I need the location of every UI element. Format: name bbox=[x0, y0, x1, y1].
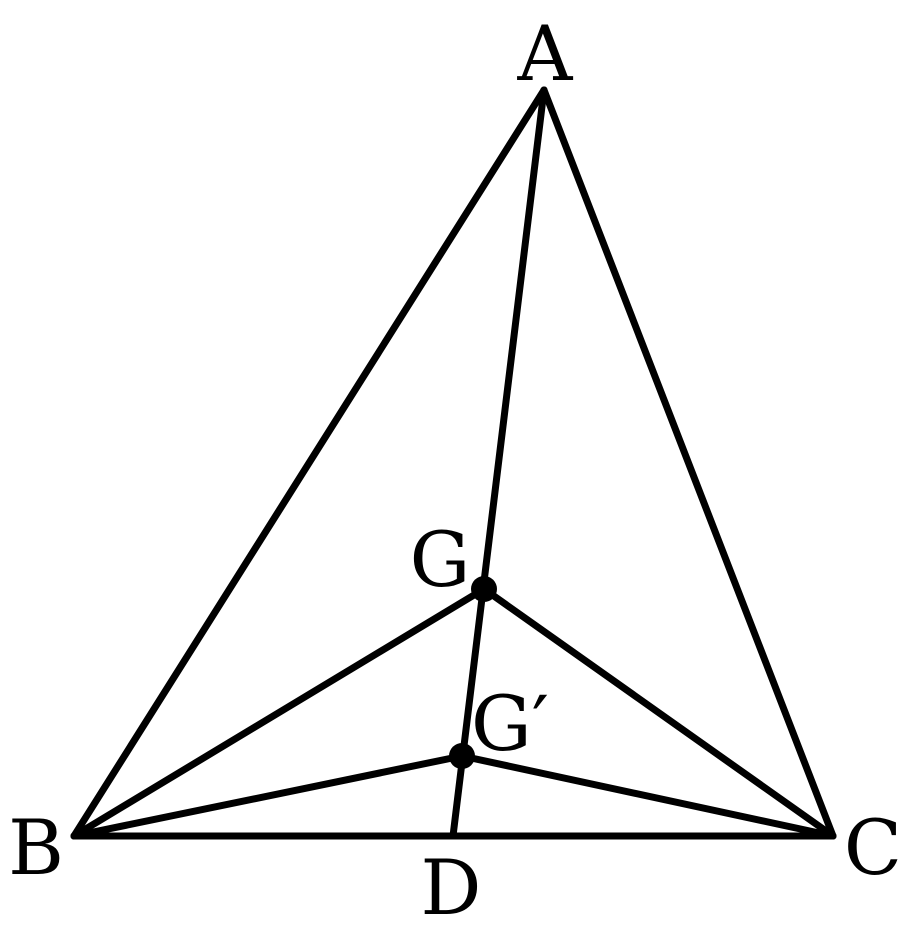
segment-ad bbox=[449, 86, 548, 840]
point-g-prime bbox=[449, 743, 475, 769]
label-g: G bbox=[410, 515, 471, 604]
segment-bg-prime bbox=[70, 752, 466, 840]
segment-bg bbox=[70, 585, 488, 840]
point-g bbox=[471, 576, 497, 602]
label-g-prime: G′ bbox=[471, 679, 549, 768]
label-c: C bbox=[844, 803, 902, 892]
segment-cg bbox=[480, 585, 837, 840]
label-a: A bbox=[517, 9, 574, 98]
segment-ab bbox=[70, 86, 548, 840]
segment-ac bbox=[540, 86, 837, 840]
label-b: B bbox=[8, 803, 64, 892]
label-d: D bbox=[421, 843, 482, 932]
segment-cg-prime bbox=[458, 752, 837, 840]
